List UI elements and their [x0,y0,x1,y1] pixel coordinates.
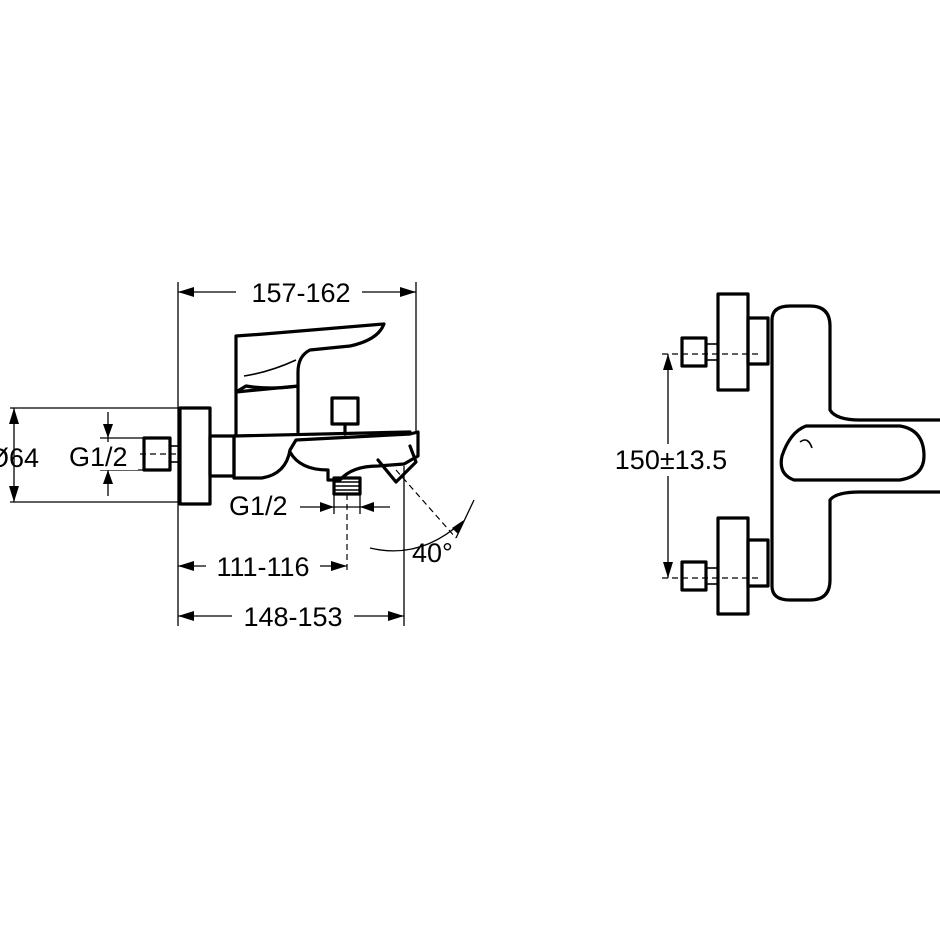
bottom-inlet-nut [746,538,770,588]
top-inlet-fitting [680,336,708,368]
dim-spout-length: 148-153 [243,602,342,632]
dim-inlet-spacing: 150±13.5 [615,445,727,475]
lever-handle [234,322,386,394]
top-inlet-flange [716,292,750,392]
connector-nut [208,434,236,478]
top-inlet-nut [746,316,770,366]
dim-outlet-distance: 111-116 [216,552,309,582]
front-body [770,304,940,422]
bottom-inlet-fitting [680,560,708,592]
handle-base [234,384,300,438]
dim-overall-length: 157-162 [251,278,350,308]
spout-outlet [376,444,418,484]
front-view: 150±13.5 [606,292,940,616]
mixer-body [232,430,420,482]
dim-inlet-thread: G1/2 [69,442,128,472]
bottom-inlet-flange [716,516,750,616]
wall-flange [178,406,212,506]
eccentric-fitting [142,436,172,472]
front-lever [779,424,926,482]
dim-diameter: Ø64 [0,443,39,473]
diverter-knob [330,396,360,426]
dim-outlet-angle: 40° [412,538,453,568]
side-view: 157-162 Ø64 G1/2 G1/2 40° 111-116 [0,276,475,632]
dim-outlet-thread: G1/2 [229,491,288,521]
